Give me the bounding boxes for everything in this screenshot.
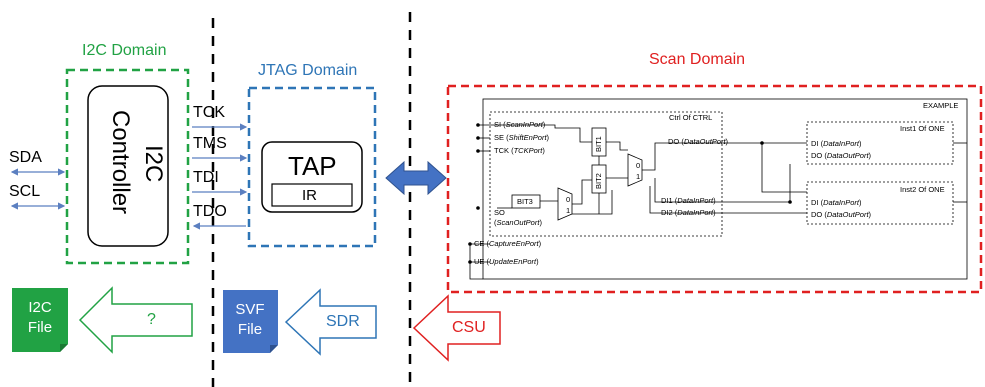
sdr-arrow-label: SDR <box>326 313 360 330</box>
scan-domain-title: Scan Domain <box>649 51 746 68</box>
inst2-di: DI (DataInPort) <box>811 198 862 207</box>
i2c-file-label: I2C File <box>14 298 66 339</box>
ctrl-label: Ctrl Of CTRL <box>669 113 713 122</box>
sdr-arrow <box>284 288 377 356</box>
example-label: EXAMPLE <box>923 101 959 110</box>
scan-domain-box <box>446 84 983 294</box>
bit2-label: BIT2 <box>594 173 603 189</box>
csu-arrow <box>412 294 501 362</box>
tck-label: TCK <box>193 104 225 121</box>
bit3-label: BIT3 <box>517 197 533 206</box>
svf-file-icon <box>223 290 278 353</box>
tdo-label: TDO <box>193 203 227 220</box>
mux2-label-1: 1 <box>636 172 641 181</box>
ctrl-di1: DI1 (DataInPort) <box>661 196 716 205</box>
question-arrow <box>78 286 193 354</box>
ctrl-module-box <box>489 111 723 237</box>
i2c-domain-title: I2C Domain <box>82 42 167 59</box>
csu-arrow-label: CSU <box>452 319 486 336</box>
i2c-file-icon <box>12 288 68 352</box>
inst1-label: Inst1 Of ONE <box>900 124 945 133</box>
inst2-label: Inst2 Of ONE <box>900 185 945 194</box>
ir-label: IR <box>302 187 317 204</box>
svf-file-line1: SVF <box>235 301 265 318</box>
question-arrow-label: ? <box>147 311 156 328</box>
ctrl-di2: DI2 (DataInPort) <box>661 208 716 217</box>
sda-label: SDA <box>9 149 42 166</box>
scl-label: SCL <box>9 183 41 200</box>
inst2-do: DO (DataOutPort) <box>811 210 872 219</box>
i2c-controller-line2: Controller <box>107 110 134 215</box>
ctrl-do: DO (DataOutPort) <box>668 137 729 146</box>
i2c-file-line1: I2C <box>28 299 52 316</box>
port-si: SI (ScanInPort) <box>494 120 546 129</box>
jtag-scan-double-arrow <box>385 160 447 196</box>
mux-1 <box>557 187 573 221</box>
jtag-domain-box <box>247 86 377 248</box>
inst1-box <box>806 121 954 165</box>
mux1-label-0: 0 <box>566 195 571 204</box>
bit3-box <box>511 194 541 209</box>
port-ue: UE (UpdateEnPort) <box>474 257 539 266</box>
tdi-label: TDI <box>193 169 219 186</box>
jtag-domain-title: JTAG Domain <box>258 62 358 79</box>
tms-label: TMS <box>193 135 227 152</box>
example-module-box <box>482 98 968 280</box>
mux1-label-1: 1 <box>566 206 571 215</box>
svf-file-line2: File <box>237 321 263 339</box>
scan-schematic <box>469 98 968 280</box>
port-se: SE (ShiftEnPort) <box>494 133 550 142</box>
i2c-file-line2: File <box>27 319 53 337</box>
i2c-controller-line1: I2C <box>140 145 167 183</box>
port-so-desc: (ScanOutPort) <box>494 218 542 227</box>
ir-box <box>271 183 353 207</box>
mux2-label-0: 0 <box>636 161 641 170</box>
inst1-do: DO (DataOutPort) <box>811 151 872 160</box>
port-ce: CE (CaptureEnPort) <box>474 239 542 248</box>
bit1-label: BIT1 <box>594 136 603 152</box>
svf-file-label: SVF File <box>224 300 276 341</box>
port-tck: TCK (TCKPort) <box>494 146 545 155</box>
port-so: SO <box>494 208 505 217</box>
inst2-box <box>806 181 954 225</box>
tap-label: TAP <box>288 151 337 181</box>
mux-2 <box>627 153 643 187</box>
i2c-controller-box <box>87 85 169 247</box>
inst1-di: DI (DataInPort) <box>811 139 862 148</box>
